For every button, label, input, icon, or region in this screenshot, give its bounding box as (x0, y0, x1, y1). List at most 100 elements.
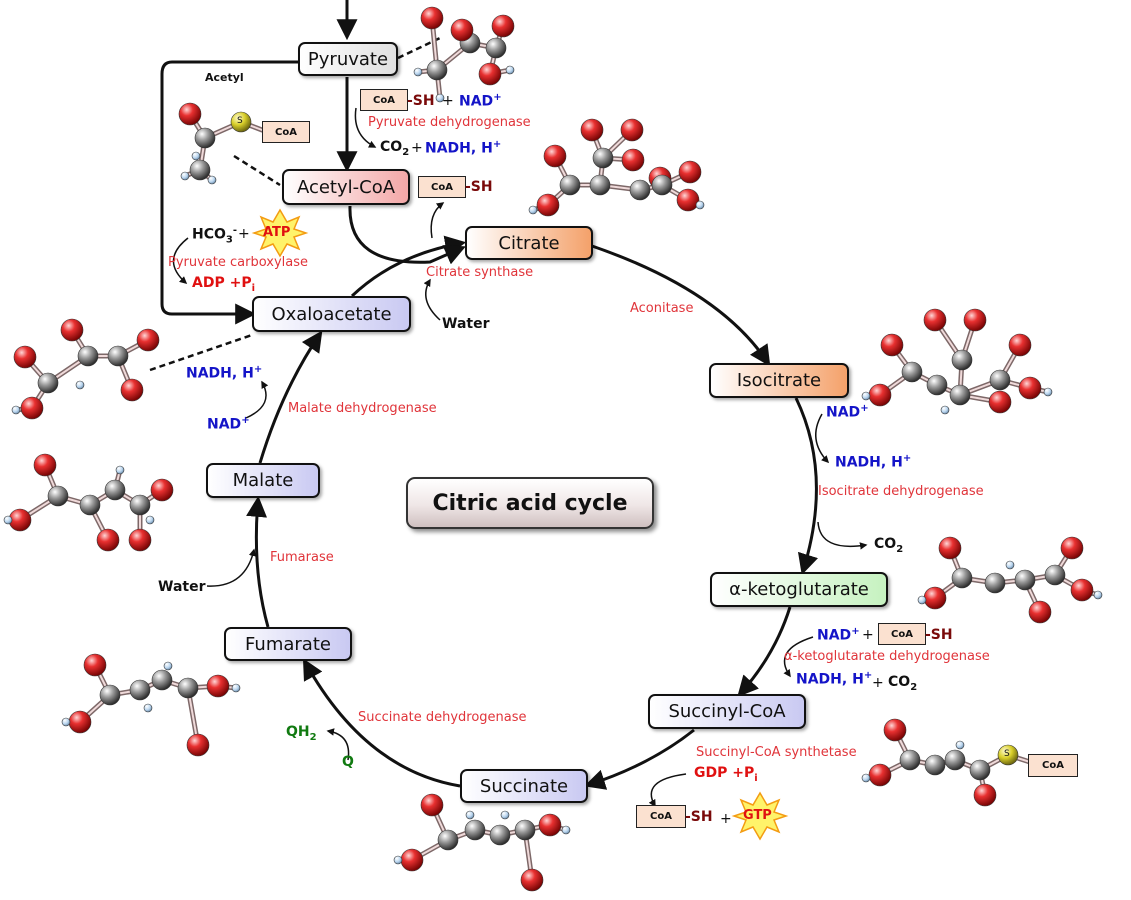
hydrogen-atom (561, 825, 571, 835)
node-succinyl-coa[interactable]: Succinyl-CoA (648, 694, 806, 729)
hydrogen-atom (528, 205, 538, 215)
sh-label-akgdh: -SH (925, 627, 953, 643)
atp-star-icon (251, 208, 309, 258)
oxygen-atom (13, 345, 37, 369)
hydrogen-atom (413, 67, 423, 77)
co-text: CO (380, 139, 403, 155)
node-aketoglutarate[interactable]: α-ketoglutarate (710, 572, 888, 607)
node-pyruvate[interactable]: Pyruvate (298, 42, 398, 76)
hydrogen-atom (940, 405, 950, 415)
node-citrate[interactable]: Citrate (465, 226, 593, 260)
carbon-atom (194, 127, 216, 149)
node-malate[interactable]: Malate (206, 463, 320, 498)
coa-box-succinyl: CoA (1028, 754, 1078, 777)
node-isocitrate[interactable]: Isocitrate (709, 363, 849, 398)
hydrogen-atom (115, 465, 125, 475)
adp-pi-label: ADP +Pi (192, 276, 255, 294)
coa-box-pdh: CoA (360, 89, 408, 111)
oxygen-atom (988, 390, 1012, 414)
carbon-atom (426, 59, 448, 81)
carbon-atom (151, 669, 173, 691)
enzyme-succinate-dehydrogenase: Succinate dehydrogenase (358, 710, 527, 725)
carbon-atom (989, 369, 1011, 391)
oxygen-atom (20, 396, 44, 420)
oxygen-atom (120, 378, 144, 402)
gdp-text: GDP +P (694, 765, 755, 781)
nadh-text-akgdh: NADH, H (796, 671, 864, 688)
enzyme-pyruvate-carboxylase: Pyruvate carboxylase (168, 255, 309, 270)
plus-pc: + (238, 226, 250, 242)
nadh-charge-akgdh: + (863, 670, 873, 681)
arrow-isocitrate-akg (794, 397, 819, 576)
carbon-atom (951, 349, 973, 371)
oxygen-atom (1028, 600, 1052, 624)
carbon-atom (104, 479, 126, 501)
oxygen-atom (520, 868, 544, 892)
plus-scs: + (720, 811, 732, 827)
hydrogen-atom (145, 515, 155, 525)
carbon-atom (437, 829, 459, 851)
oxygen-atom (1018, 376, 1042, 400)
carbon-atom (79, 494, 101, 516)
hydrogen-atom (861, 773, 871, 783)
carbon-atom (944, 749, 966, 771)
hydrogen-atom (75, 380, 85, 390)
sh-label-citrate-synthase: -SH (465, 179, 493, 195)
oxygen-atom (923, 308, 947, 332)
hydrogen-atom (393, 855, 403, 865)
hydrogen-atom (505, 65, 515, 75)
nad-text: NAD (459, 93, 494, 110)
molecule-succinate (393, 793, 571, 892)
oxygen-atom (206, 674, 230, 698)
carbon-atom (485, 37, 507, 59)
carbon-atom (464, 819, 486, 841)
hydrogen-atom (1005, 560, 1015, 570)
molecule-fumarate (61, 653, 241, 757)
node-fumarate[interactable]: Fumarate (224, 627, 352, 661)
molecule-isocitrate (861, 308, 1053, 415)
co2-akgdh: CO2 (888, 675, 917, 693)
gtp-label: GTP (743, 808, 772, 823)
nad-charge-icdh: + (860, 403, 869, 414)
molecule-malate (3, 453, 174, 552)
co-text-akgdh: CO (888, 674, 911, 690)
oxygen-atom (923, 586, 947, 610)
molecules-layer (3, 6, 1103, 892)
node-acetyl-coa[interactable]: Acetyl-CoA (282, 169, 410, 205)
arrow-coa-release (430, 202, 445, 239)
water-citrate-synthase: Water (442, 316, 490, 332)
nad-charge-mdh: + (241, 415, 250, 426)
enzyme-fumarase: Fumarase (270, 550, 334, 565)
hydrogen-atom (1093, 590, 1103, 600)
oxygen-atom (676, 188, 700, 212)
node-succinate[interactable]: Succinate (460, 769, 588, 803)
nad-icdh: NAD+ (826, 404, 869, 420)
arrow-akg-succinylcoa (737, 606, 792, 698)
carbon-atom (37, 372, 59, 394)
plus-akgdh: + (862, 627, 874, 643)
hydrogen-atom (3, 515, 13, 525)
node-oxaloacetate[interactable]: Oxaloacetate (252, 296, 411, 332)
oxygen-atom (420, 6, 444, 30)
arrow-scs-gdp (648, 773, 687, 808)
oxygen-atom (478, 62, 502, 86)
nad-charge: + (493, 92, 502, 103)
co2-subscript: 2 (402, 146, 410, 158)
oxygen-atom (963, 308, 987, 332)
molecule-succinyl_coa (861, 718, 1033, 807)
carbon-atom (899, 749, 921, 771)
dashed-link-pyruvate (397, 36, 441, 60)
carbon-atom (514, 819, 536, 841)
enzyme-akg-dehydrogenase: α-ketoglutarate dehydrogenase (784, 649, 990, 664)
sh-label-scs: -SH (685, 809, 713, 825)
molecule-pyruvate (413, 6, 515, 103)
nadh-mdh: NADH, H+ (186, 365, 262, 381)
oxygen-atom (536, 193, 560, 217)
oxygen-atom (68, 710, 92, 734)
arrow-pyruvate-oxaloacetate (160, 60, 298, 325)
oxygen-atom (883, 718, 907, 742)
carbon-atom (1014, 569, 1036, 591)
carbon-atom (47, 485, 69, 507)
co2-pdh: CO2 (380, 140, 409, 158)
oxygen-atom (973, 783, 997, 807)
